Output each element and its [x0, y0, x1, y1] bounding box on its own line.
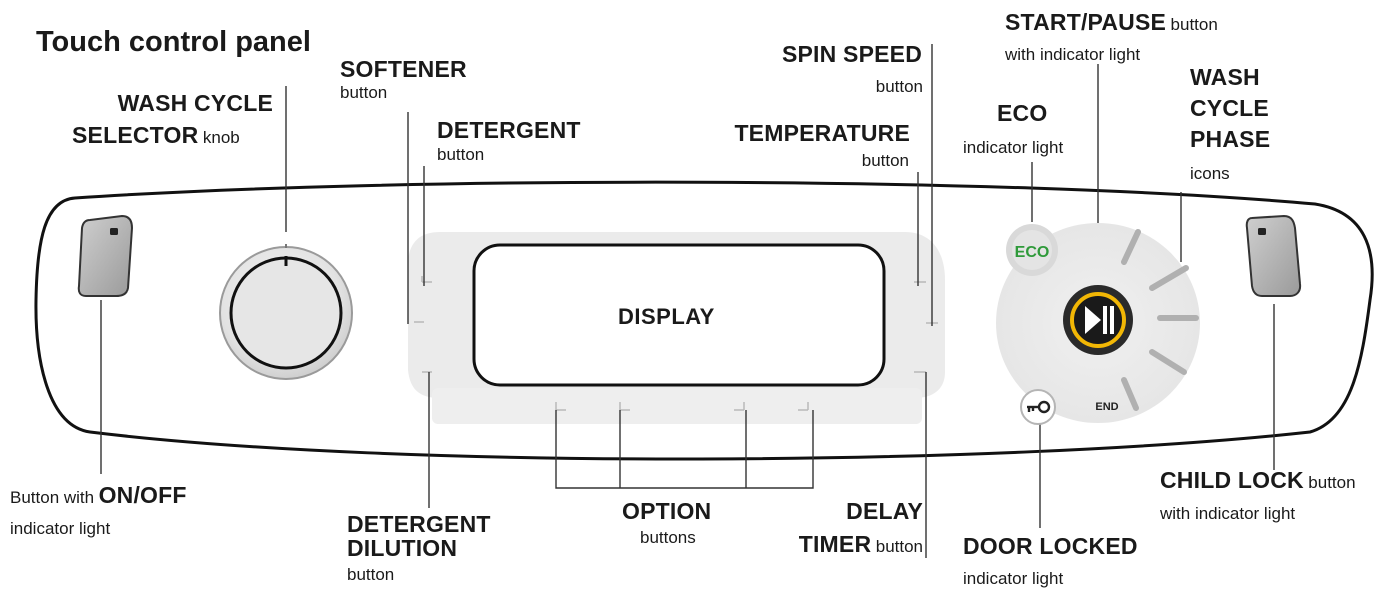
on-off-prefix: Button with [10, 488, 95, 507]
delay-timer-bold: TIMER [798, 531, 872, 557]
door-locked-sublabel: indicator light [963, 569, 1064, 588]
leader-options [555, 410, 814, 489]
display-screen [472, 243, 886, 387]
page-title: Touch control panel [36, 26, 311, 58]
child-lock-button-word: button [1308, 473, 1356, 492]
option-button-strip [432, 388, 922, 424]
eco-indicator-light: ECO [1006, 224, 1058, 276]
eco-sublabel: indicator light [963, 138, 1064, 157]
door-locked-indicator-light [1020, 389, 1056, 425]
on-off-indicator-light [110, 228, 118, 235]
child-lock-button[interactable] [1245, 214, 1302, 297]
option-sublabel: buttons [640, 528, 696, 547]
on-off-button[interactable] [77, 214, 134, 297]
wash-cycle-selector-label-line1: WASH CYCLE [117, 90, 273, 116]
softener-label: SOFTENER [340, 56, 467, 82]
child-lock-sublabel: with indicator light [1160, 504, 1296, 523]
button-tick-marks [414, 276, 938, 411]
spin-speed-label: SPIN SPEED [781, 41, 922, 67]
detergent-label: DETERGENT [437, 117, 581, 143]
end-label: END [1095, 401, 1118, 413]
child-lock-bold: CHILD LOCK [1160, 467, 1304, 493]
eco-label: ECO [997, 100, 1048, 126]
delay-timer-label-line2: TIMER button [720, 533, 923, 556]
detergent-dilution-sublabel: button [347, 565, 395, 584]
option-label: OPTION [622, 498, 712, 524]
child-lock-label: CHILD LOCK button [1160, 469, 1356, 492]
eco-badge-text: ECO [1015, 244, 1050, 261]
delay-timer-label-line1: DELAY [846, 498, 923, 524]
wash-cycle-selector-knob-word: knob [202, 128, 240, 147]
detergent-sublabel: button [437, 145, 485, 164]
softener-sublabel: button [340, 83, 388, 102]
wash-cycle-selector-bold: SELECTOR [72, 122, 199, 148]
wash-cycle-selector-label-line2: SELECTOR knob [72, 124, 240, 147]
key-icon [1027, 400, 1051, 414]
child-lock-indicator-light [1258, 228, 1266, 235]
temperature-label: TEMPERATURE [734, 120, 910, 146]
start-pause-button-word: button [1170, 15, 1218, 34]
right-control-cluster: ECO END [996, 223, 1200, 425]
door-locked-label: DOOR LOCKED [963, 533, 1138, 559]
spin-speed-sublabel: button [875, 77, 923, 96]
wash-cycle-phase-icons [1121, 229, 1199, 411]
start-pause-bold: START/PAUSE [1005, 9, 1167, 35]
start-pause-sublabel: with indicator light [1005, 45, 1141, 64]
on-off-sublabel: indicator light [10, 519, 111, 538]
detergent-dilution-label-line2: DILUTION [347, 535, 458, 561]
temperature-sublabel: button [861, 151, 909, 170]
wash-cycle-phase-label-line1: WASH [1190, 64, 1260, 90]
detergent-dilution-label-line1: DETERGENT [347, 511, 491, 537]
start-pause-label: START/PAUSE button [1005, 11, 1218, 34]
start-pause-button[interactable] [1063, 285, 1133, 355]
wash-cycle-phase-label-line3: PHASE [1190, 126, 1271, 152]
delay-timer-button-word: button [875, 537, 923, 556]
wash-cycle-phase-label-line2: CYCLE [1190, 95, 1269, 121]
on-off-bold: ON/OFF [98, 482, 187, 508]
wash-cycle-phase-sublabel: icons [1190, 164, 1230, 183]
play-pause-icon [1085, 306, 1101, 334]
display-label: DISPLAY [618, 304, 715, 329]
wash-cycle-selector-knob[interactable] [219, 244, 353, 380]
on-off-label: Button with ON/OFF [10, 484, 187, 507]
